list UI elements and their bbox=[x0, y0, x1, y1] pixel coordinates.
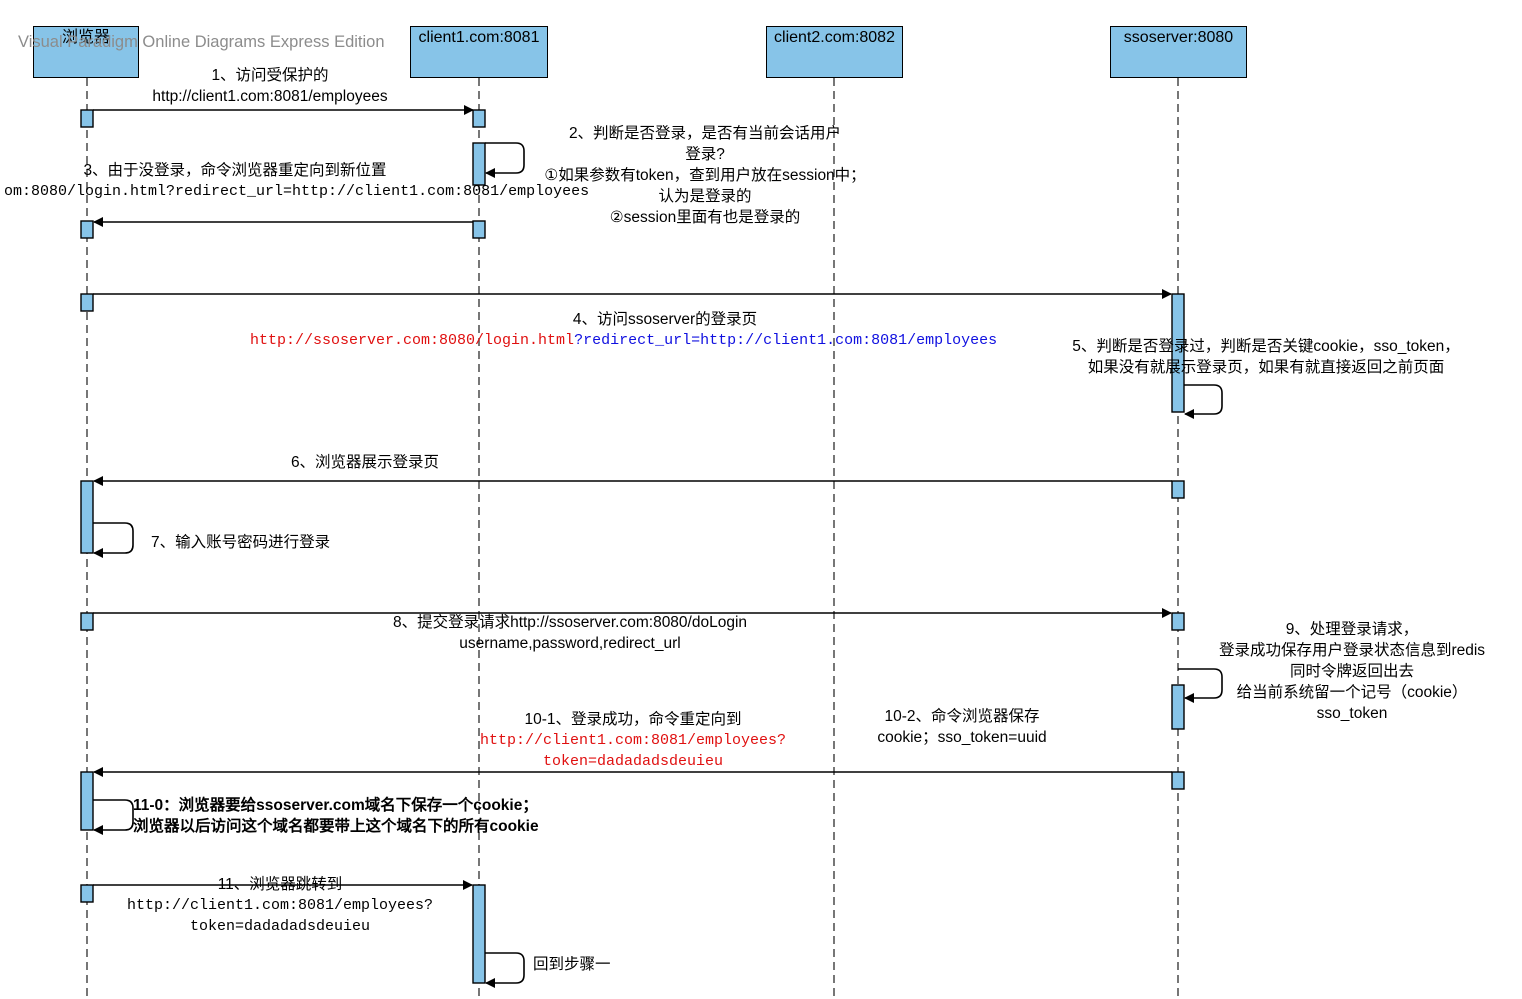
message-label-7: 7、输入账号密码进行登录 bbox=[151, 534, 331, 551]
self-message-arrow-2 bbox=[485, 142, 525, 178]
message-text: 11-0：浏览器要给ssoserver.com域名下保存一个cookie； bbox=[133, 797, 538, 814]
actor-client1[interactable]: client1.com:8081 bbox=[410, 26, 548, 78]
message-text: 11、浏览器跳转到 bbox=[217, 876, 343, 893]
message-label-10-2: 10-2、命令浏览器保存 cookie；sso_token=uuid bbox=[846, 706, 1078, 748]
message-text: ②session里面有也是登录的 bbox=[609, 209, 801, 226]
activation-bar bbox=[80, 612, 94, 631]
url-host: http://ssoserver.com:8080/login.html bbox=[250, 332, 575, 349]
message-text: 10-2、命令浏览器保存 bbox=[884, 708, 1040, 725]
activation-bar bbox=[472, 109, 486, 128]
message-label-12: 回到步骤一 bbox=[533, 956, 611, 973]
message-text: sso_token bbox=[1316, 705, 1388, 722]
message-text: 登录成功保存用户登录状态信息到redis bbox=[1218, 642, 1486, 659]
self-message-arrow-7 bbox=[93, 522, 134, 558]
actor-browser[interactable]: 浏览器 bbox=[33, 26, 139, 78]
message-text: 登录? bbox=[685, 146, 725, 163]
activation-bar bbox=[80, 293, 94, 312]
message-text: 9、处理登录请求， bbox=[1285, 621, 1419, 638]
message-url: token=dadadadsdeuieu bbox=[189, 918, 371, 935]
message-label-6: 6、浏览器展示登录页 bbox=[290, 454, 440, 471]
self-message-arrow-12 bbox=[485, 952, 525, 988]
message-text: 如果没有就展示登录页，如果有就直接返回之前页面 bbox=[1087, 359, 1445, 376]
message-text: 10-1、登录成功，命令重定向到 bbox=[524, 711, 742, 728]
message-url: token=dadadadsdeuieu bbox=[542, 753, 724, 770]
message-text: cookie；sso_token=uuid bbox=[877, 729, 1047, 746]
message-text: 1、访问受保护的 bbox=[211, 67, 329, 84]
message-url: http://client1.com:8081/employees bbox=[152, 88, 388, 105]
message-text: 认为是登录的 bbox=[658, 188, 752, 205]
activation-bar bbox=[1171, 293, 1185, 413]
message-label-2: 2、判断是否登录，是否有当前会话用户 登录? ①如果参数有token，查到用户放… bbox=[510, 123, 900, 228]
message-label-8: 8、提交登录请求http://ssoserver.com:8080/doLogi… bbox=[330, 612, 810, 654]
activation-bar bbox=[1171, 771, 1185, 790]
message-text: username,password,redirect_url bbox=[459, 635, 681, 652]
message-text: ①如果参数有token，查到用户放在session中； bbox=[544, 167, 866, 184]
activation-bar bbox=[80, 771, 94, 831]
message-text: 浏览器以后访问这个域名都要带上这个域名下的所有cookie bbox=[133, 818, 539, 835]
message-label-5: 5、判断是否登录过，判断是否关键cookie，sso_token， 如果没有就展… bbox=[1026, 336, 1506, 378]
activation-bar bbox=[1171, 684, 1185, 730]
message-label-4-title: 4、访问ssoserver的登录页 bbox=[572, 311, 758, 328]
actor-ssoserver[interactable]: ssoserver:8080 bbox=[1110, 26, 1247, 78]
url-query: ?redirect_url=http://client1.com:8081/em… bbox=[574, 332, 998, 349]
activation-bar bbox=[472, 884, 486, 984]
activation-bar bbox=[80, 480, 94, 554]
activation-bar bbox=[472, 142, 486, 186]
actor-client2[interactable]: client2.com:8082 bbox=[766, 26, 903, 78]
activation-bar bbox=[472, 220, 486, 239]
activation-bar bbox=[1171, 612, 1185, 631]
activation-bar bbox=[1171, 480, 1185, 499]
activation-bar bbox=[80, 109, 94, 128]
message-url: http://client1.com:8081/employees? bbox=[126, 897, 434, 914]
message-label-3-title: 3、由于没登录，命令浏览器重定向到新位置 bbox=[83, 162, 387, 179]
watermark: Visual Paradigm Online Diagrams Express … bbox=[18, 33, 385, 51]
message-label-11-0: 11-0：浏览器要给ssoserver.com域名下保存一个cookie； 浏览… bbox=[133, 795, 653, 837]
self-message-arrow-11-0 bbox=[93, 799, 134, 835]
message-url: http://client1.com:8081/employees? bbox=[479, 732, 787, 749]
message-label-1: 1、访问受保护的 http://client1.com:8081/employe… bbox=[110, 65, 430, 107]
message-text: 2、判断是否登录，是否有当前会话用户 bbox=[568, 125, 842, 142]
message-text: 给当前系统留一个记号（cookie） bbox=[1236, 684, 1468, 701]
message-label-3-url: om:8080/login.html?redirect_url=http://c… bbox=[4, 183, 590, 200]
message-text: 同时令牌返回出去 bbox=[1289, 663, 1414, 680]
activation-bar bbox=[80, 220, 94, 239]
self-message-arrow-9 bbox=[1178, 668, 1223, 703]
message-label-11: 11、浏览器跳转到 http://client1.com:8081/employ… bbox=[100, 874, 460, 937]
message-label-9: 9、处理登录请求， 登录成功保存用户登录状态信息到redis 同时令牌返回出去 … bbox=[1196, 619, 1508, 724]
message-text: 5、判断是否登录过，判断是否关键cookie，sso_token， bbox=[1072, 338, 1460, 355]
message-label-10-1: 10-1、登录成功，命令重定向到 http://client1.com:8081… bbox=[450, 709, 816, 772]
message-label-4-url: http://ssoserver.com:8080/login.html?red… bbox=[250, 330, 1080, 351]
activation-bar bbox=[80, 884, 94, 903]
message-text: 8、提交登录请求http://ssoserver.com:8080/doLogi… bbox=[392, 614, 748, 631]
self-message-arrow-5 bbox=[1184, 384, 1223, 419]
